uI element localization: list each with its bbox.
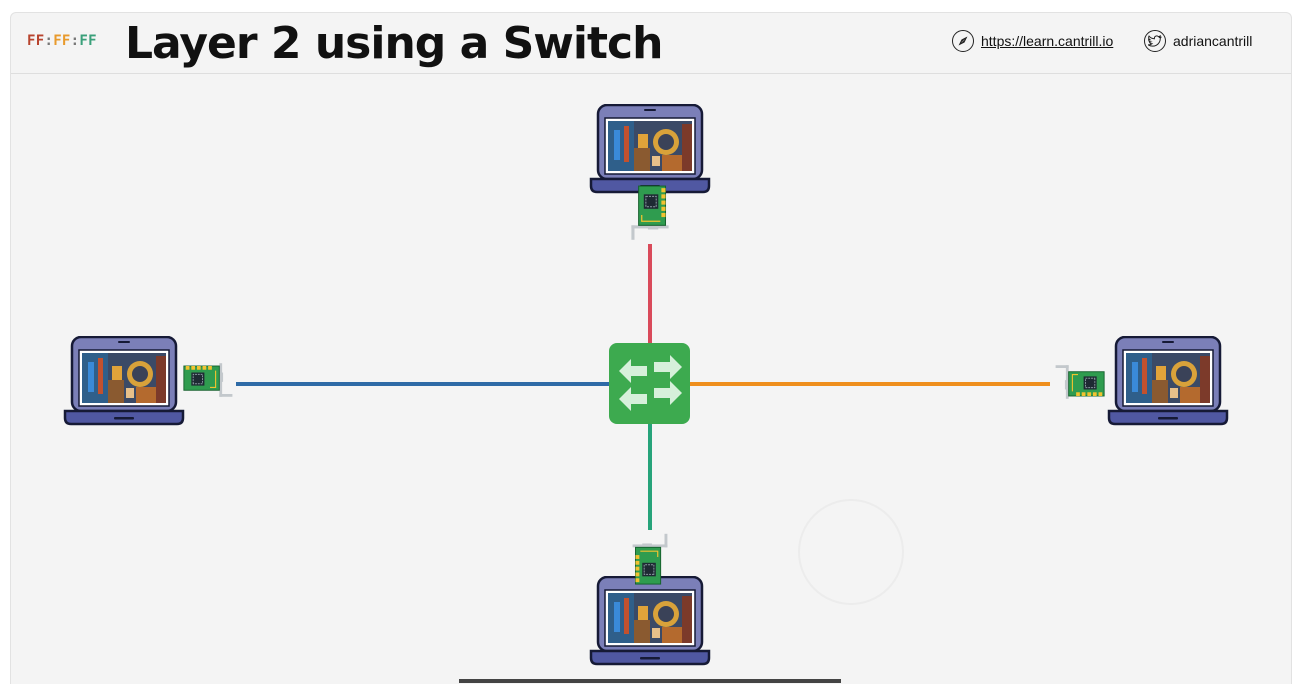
twitter-link-group[interactable]: adriancantrill — [1144, 30, 1252, 52]
logo-separator: : — [44, 33, 54, 49]
logo-part-3: FF — [79, 33, 97, 49]
site-link-group[interactable]: https://learn.cantrill.io — [952, 30, 1113, 52]
site-link[interactable]: https://learn.cantrill.io — [981, 33, 1114, 49]
laptop-icon-top — [589, 104, 711, 194]
logo-part-1: FF — [27, 33, 45, 49]
twitter-handle[interactable]: adriancantrill — [1173, 33, 1253, 49]
watermark-circle — [798, 499, 904, 605]
logo-separator: : — [70, 33, 80, 49]
laptop-icon-right — [1107, 336, 1229, 426]
laptop-icon-left — [63, 336, 185, 426]
switch-arrows-icon — [609, 343, 690, 424]
twitter-bird-icon — [1144, 30, 1166, 52]
network-card-icon-right — [1054, 364, 1105, 400]
logo: FF:FF:FF — [27, 33, 97, 49]
network-card-icon-left — [183, 362, 234, 398]
compass-icon — [952, 30, 974, 52]
header: FF:FF:FF Layer 2 using a Switch https://… — [11, 13, 1291, 74]
laptop-icon-bottom — [589, 576, 711, 666]
network-card-icon-top — [630, 185, 670, 241]
progress-bar — [459, 679, 841, 683]
logo-part-2: FF — [53, 33, 71, 49]
page-title: Layer 2 using a Switch — [125, 18, 663, 69]
